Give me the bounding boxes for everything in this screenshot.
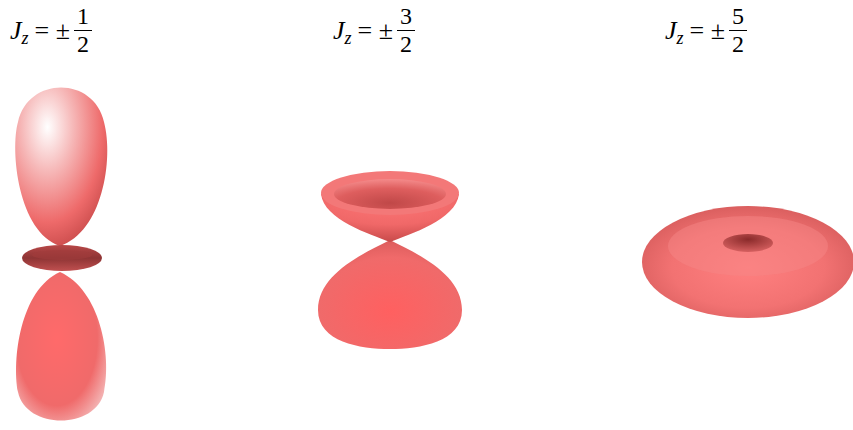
- numerator: 5: [729, 4, 747, 31]
- symbol-j: J: [665, 16, 677, 46]
- fraction: 32: [397, 4, 415, 57]
- subscript: z: [345, 28, 352, 49]
- jz-label: Jz = ±32: [333, 4, 415, 57]
- subscript: z: [677, 28, 684, 49]
- fraction: 12: [74, 4, 92, 57]
- denominator: 2: [729, 31, 747, 57]
- denominator: 2: [397, 31, 415, 57]
- equals-plus-minus: = ±: [35, 16, 70, 46]
- numerator: 3: [397, 4, 415, 31]
- denominator: 2: [74, 31, 92, 57]
- jz-label: Jz = ±12: [10, 4, 92, 57]
- numerator: 1: [74, 4, 92, 31]
- symbol-j: J: [10, 16, 22, 46]
- fraction: 52: [729, 4, 747, 57]
- symbol-j: J: [333, 16, 345, 46]
- equals-plus-minus: = ±: [358, 16, 393, 46]
- equals-plus-minus: = ±: [690, 16, 725, 46]
- jz-label: Jz = ±52: [665, 4, 747, 57]
- subscript: z: [22, 28, 29, 49]
